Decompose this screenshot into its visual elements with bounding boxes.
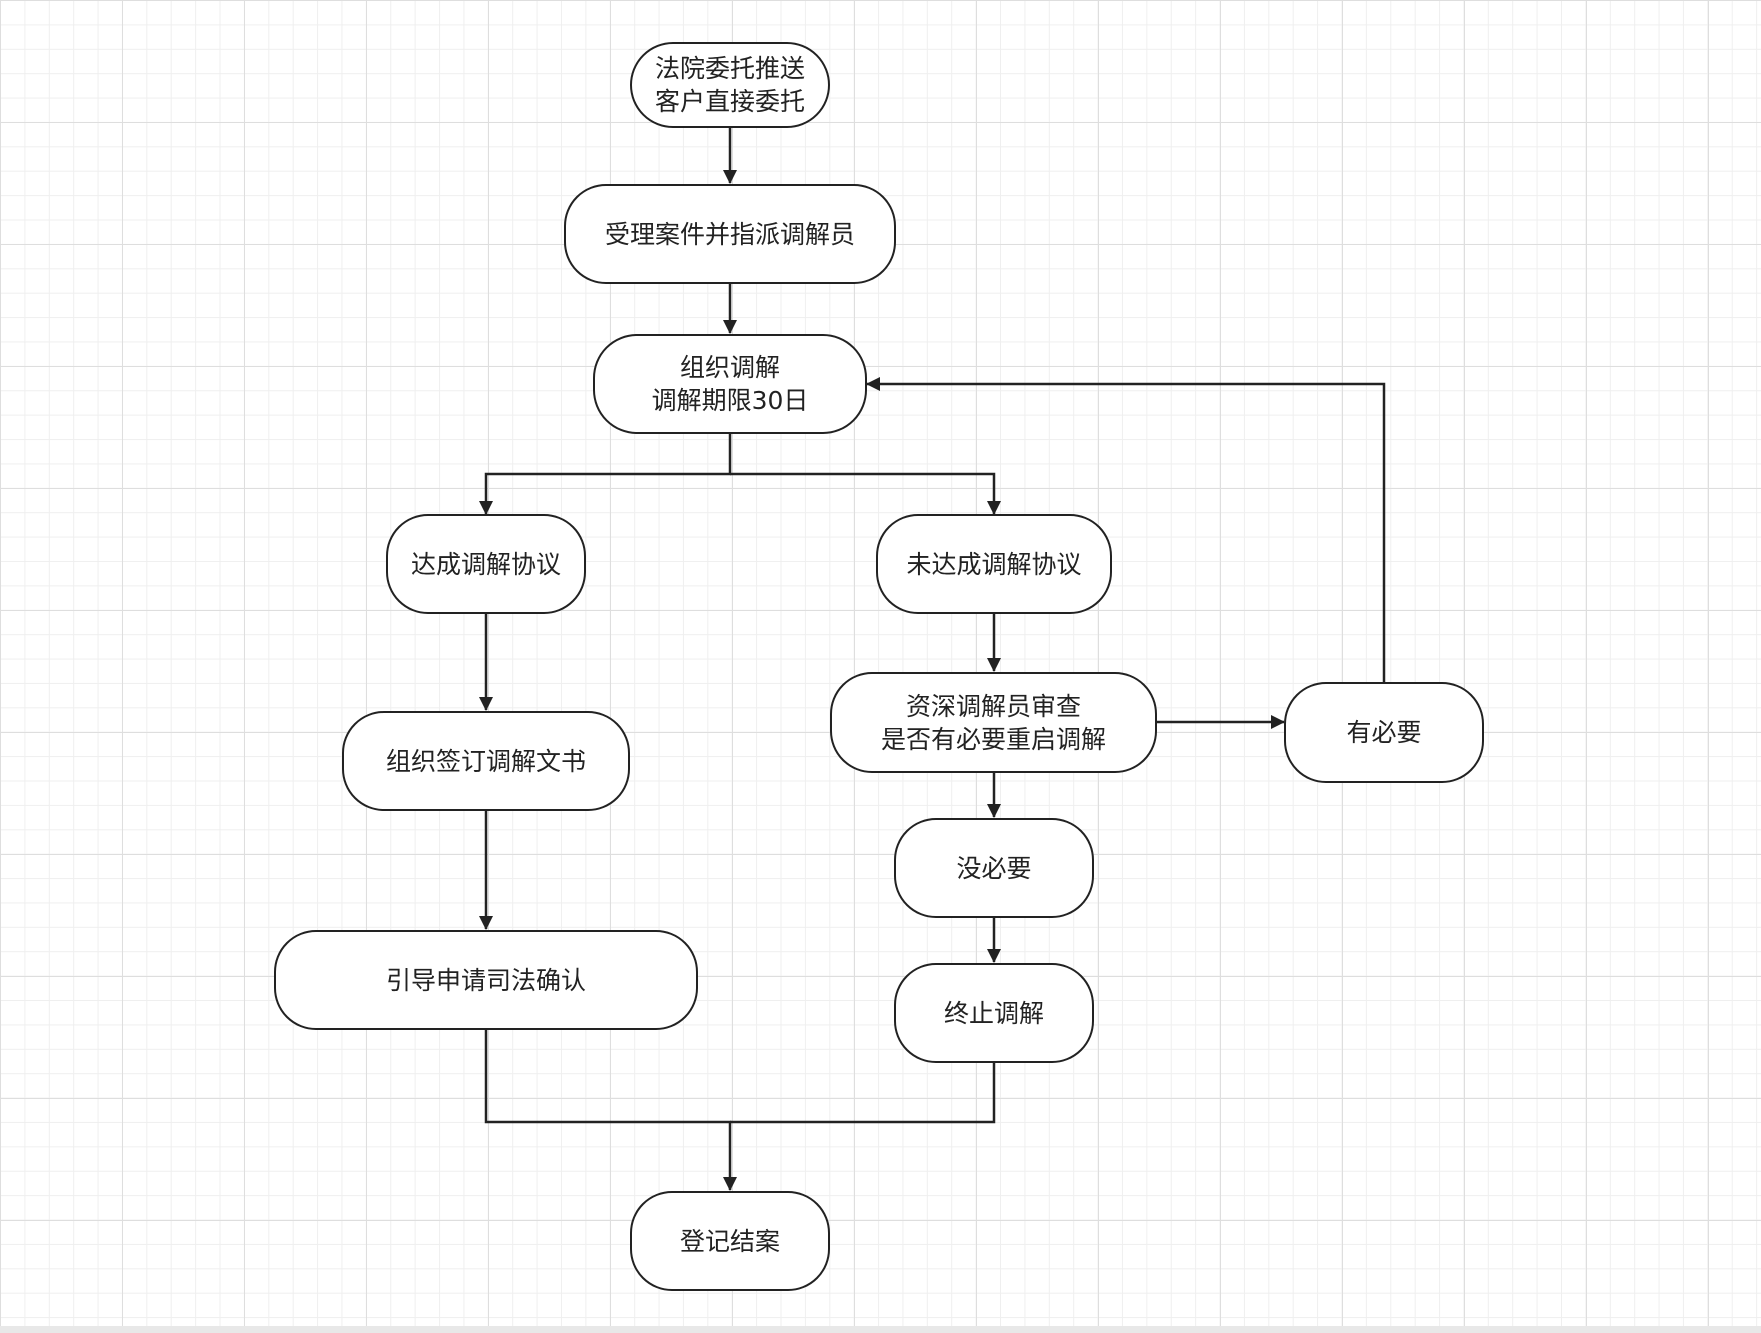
node-mediate-line-1: 组织调解 — [679, 353, 780, 382]
node-accept: 受理案件并指派调解员 — [564, 184, 896, 284]
node-review-line-1: 资深调解员审查 — [905, 691, 1081, 721]
node-start: 法院委托推送 客户直接委托 — [630, 42, 830, 128]
edge-guide-to-close — [484, 1030, 737, 1191]
edge-terminate-to-close — [730, 1063, 996, 1124]
node-start-line-1: 法院委托推送 — [654, 54, 805, 83]
edge-mediate-to-agree — [479, 434, 732, 515]
node-necessary-line-1: 有必要 — [1346, 718, 1422, 747]
node-sign-line-1: 组织签订调解文书 — [385, 746, 586, 776]
node-unnecessary-line-1: 没必要 — [956, 853, 1032, 883]
node-close-line-1: 登记结案 — [679, 1226, 780, 1256]
node-terminate: 终止调解 — [894, 963, 1094, 1063]
node-review-line-2: 是否有必要重启调解 — [880, 724, 1106, 754]
edge-necessary-to-mediate — [866, 377, 1386, 682]
node-terminate-line-1: 终止调解 — [943, 998, 1044, 1028]
node-guide-line-1: 引导申请司法确认 — [385, 965, 586, 995]
node-mediate: 组织调解 调解期限30日 — [593, 334, 867, 434]
node-start-line-2: 客户直接委托 — [654, 87, 805, 116]
node-disagree: 未达成调解协议 — [876, 514, 1112, 614]
edge-mediate-to-disagree — [730, 472, 1001, 515]
node-disagree-line-1: 未达成调解协议 — [906, 549, 1082, 579]
node-agree: 达成调解协议 — [386, 514, 586, 614]
node-mediate-line-2: 调解期限30日 — [651, 386, 809, 415]
bottom-scroll-strip — [0, 1326, 1761, 1333]
node-accept-line-1: 受理案件并指派调解员 — [604, 219, 855, 249]
node-unnecessary: 没必要 — [894, 818, 1094, 918]
node-review: 资深调解员审查 是否有必要重启调解 — [830, 672, 1157, 773]
node-guide: 引导申请司法确认 — [274, 930, 698, 1030]
node-necessary: 有必要 — [1284, 682, 1484, 783]
node-agree-line-1: 达成调解协议 — [410, 549, 561, 579]
node-close: 登记结案 — [630, 1191, 830, 1291]
node-sign: 组织签订调解文书 — [342, 711, 630, 811]
